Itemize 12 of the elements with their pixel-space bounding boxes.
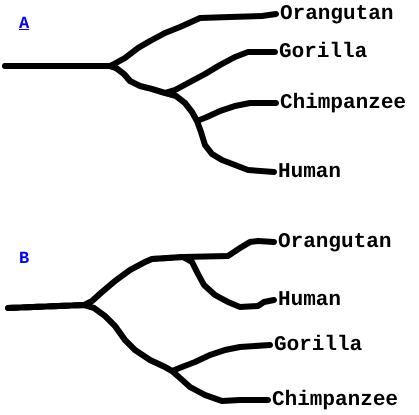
- tree-branch: [2, 63, 277, 175]
- species-name: Human: [278, 162, 342, 182]
- tree-branch: [5, 302, 271, 404]
- species-name: Gorilla: [274, 334, 362, 356]
- species-name: Human: [278, 290, 342, 310]
- species-name: Chimpanzee: [272, 390, 398, 410]
- species-name: Orangutan: [278, 232, 392, 252]
- species-name: Gorilla: [279, 42, 368, 62]
- species-name: Orangutan: [280, 4, 394, 24]
- species-name: Chimpanzee: [280, 92, 406, 114]
- panel-letter: A: [19, 16, 30, 33]
- panel-letter: B: [19, 251, 30, 268]
